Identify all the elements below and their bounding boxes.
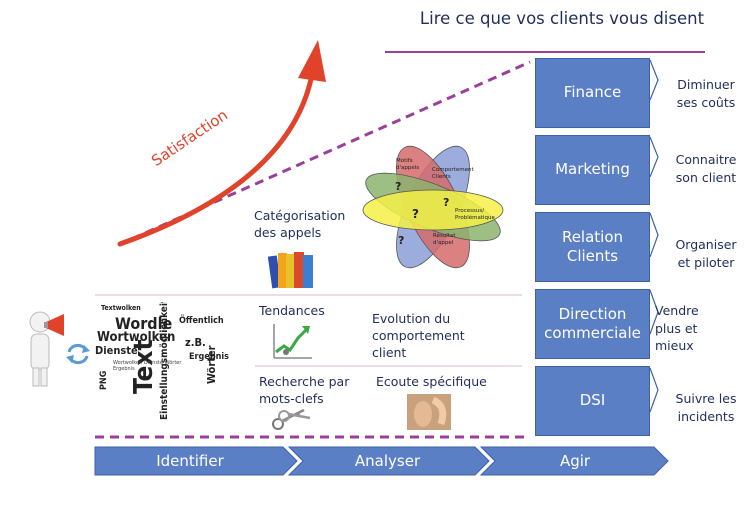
goal-marketing-text: Connaitre son client xyxy=(675,152,737,185)
chevron-icon xyxy=(649,212,659,258)
listening-ear-icon xyxy=(407,394,451,430)
dept-direction-commerciale: Direction commerciale xyxy=(535,289,650,359)
wordcloud-filler-b: Dienste xyxy=(143,360,163,366)
wordcloud: Wordle Wortwolken Text Dienste Einstellu… xyxy=(93,302,253,422)
goal-marketing: Connaitre son client xyxy=(659,151,753,186)
activity-recherche: Recherche par mots-clefs xyxy=(259,374,350,406)
goal-finance-text: Diminuer ses coûts xyxy=(676,77,736,110)
activity-categorisation: Catégorisation des appels xyxy=(254,208,346,240)
wordcloud-word: z.B. xyxy=(185,336,206,349)
question-mark-1: ? xyxy=(395,180,402,193)
goal-dsi: Suivre les incidents xyxy=(659,390,753,425)
megaphone-person-icon xyxy=(29,311,64,387)
phase-arrow-identifier xyxy=(94,446,298,476)
goal-direction-commerciale-text: Vendre plus et mieux xyxy=(655,303,699,353)
wordcloud-word: Wordle xyxy=(115,314,173,333)
question-mark-2: ? xyxy=(443,196,450,209)
question-mark-3: ? xyxy=(412,207,419,221)
petal-yellow xyxy=(362,189,504,231)
goal-finance: Diminuer ses coûts xyxy=(659,76,753,111)
goal-direction-commerciale: Vendre plus et mieux xyxy=(655,302,749,355)
goal-relation-clients: Organiser et piloter xyxy=(659,236,753,271)
wordcloud-filler-d: Ergebnis xyxy=(113,366,135,372)
question-mark-4: ? xyxy=(398,234,405,247)
phase-arrow-analyser xyxy=(287,446,490,476)
wordcloud-word: Dienste xyxy=(95,344,138,357)
page-title: Lire ce que vos clients vous disent xyxy=(419,9,705,28)
phase-identifier-label: Identifier xyxy=(156,452,224,470)
wordcloud-word: PNG xyxy=(99,370,109,390)
dept-finance: Finance xyxy=(535,58,650,128)
petal-label-processus: Processus/ Problématique xyxy=(455,208,495,221)
dept-dsi: DSI xyxy=(535,366,650,436)
goal-relation-clients-text: Organiser et piloter xyxy=(675,237,737,270)
wordcloud-word: Ergebnis xyxy=(189,352,229,362)
wordcloud-word: Öffentlich xyxy=(179,316,224,326)
wordcloud-filler-c: Wörter xyxy=(164,360,182,366)
trend-chart-icon xyxy=(273,324,312,359)
chevron-icon xyxy=(649,136,659,178)
books-icon xyxy=(268,252,313,289)
activity-ecoute: Ecoute spécifique xyxy=(376,374,487,389)
category-overlap-diagram xyxy=(362,145,504,269)
petal-label-motifs: Motifs d'appels xyxy=(396,158,420,171)
wordcloud-word: Wortwolken xyxy=(97,330,176,345)
chevron-icon xyxy=(649,289,659,335)
wordcloud-word: Textwolken xyxy=(101,304,141,312)
goal-dsi-text: Suivre les incidents xyxy=(675,391,737,424)
phase-analyser-label: Analyser xyxy=(354,452,421,470)
petal-label-resultat: Résultat d'appel xyxy=(433,233,456,246)
petal-label-comportement: Comportement Clients xyxy=(432,167,474,180)
dept-relation-clients: Relation Clients xyxy=(535,212,650,282)
wordcloud-filler-a: Wortwolken xyxy=(113,360,143,366)
satisfaction-arrow xyxy=(117,59,317,247)
activity-tendances: Tendances xyxy=(259,303,325,318)
keys-icon xyxy=(272,408,311,430)
dept-marketing: Marketing xyxy=(535,135,650,205)
chevron-icon xyxy=(649,59,659,101)
wordcloud-filler: Wortwolken Dienste Wörter Ergebnis xyxy=(113,360,183,372)
refresh-cycle-icon xyxy=(66,343,90,365)
phase-arrow-agir xyxy=(479,446,669,476)
activity-evolution: Evolution du comportement client xyxy=(372,311,465,360)
dept-relation-clients-label: Relation Clients xyxy=(561,227,624,266)
phase-agir-label: Agir xyxy=(559,452,591,470)
satisfaction-arrowhead xyxy=(298,40,326,82)
chevron-icon xyxy=(649,367,659,413)
